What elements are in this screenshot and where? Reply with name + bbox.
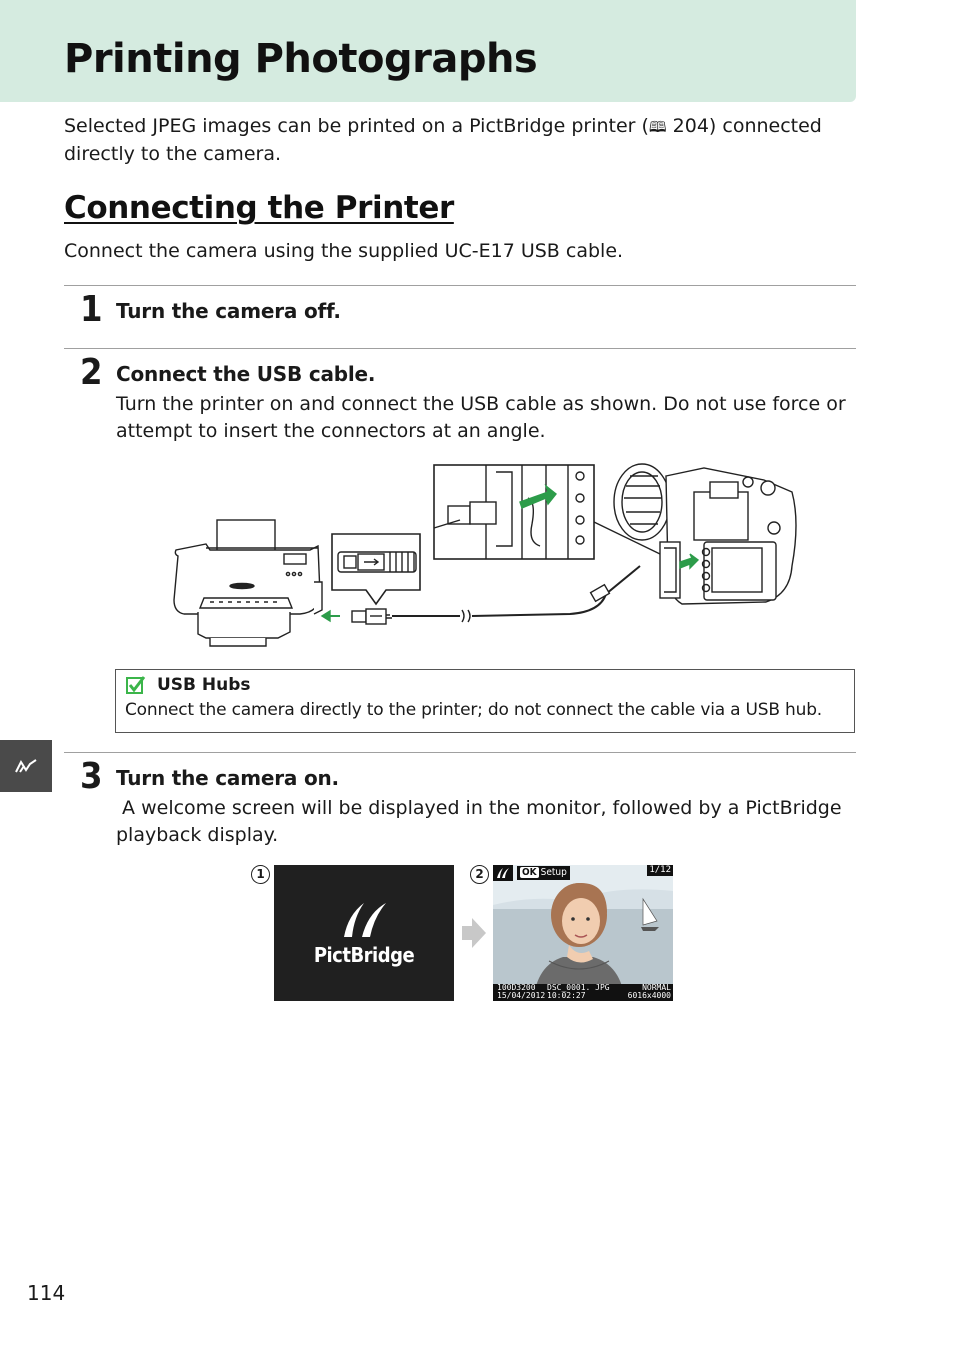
welcome-screen: PictBridge — [274, 865, 454, 1001]
chapter-tab[interactable] — [0, 740, 52, 792]
ok-label: OK — [520, 867, 539, 878]
usb-hubs-note: USB Hubs Connect the camera directly to … — [115, 669, 855, 733]
page-reference-link[interactable]: 204 — [666, 115, 709, 137]
photo-thumbnail — [493, 865, 673, 1001]
step-title-2: Connect the USB cable. — [116, 362, 376, 386]
capture-date: 15/04/2012 — [497, 991, 546, 1000]
note-text: Connect the camera directly to the print… — [125, 700, 823, 720]
title-band — [0, 0, 856, 102]
step-divider — [64, 752, 856, 753]
pictbridge-logo-icon — [344, 903, 386, 937]
image-quality: NORMAL — [642, 983, 671, 992]
usb-connection-illustration — [173, 463, 797, 647]
book-icon: 🕮 — [648, 118, 667, 136]
intro-paragraph: Selected JPEG images can be printed on a… — [64, 113, 854, 168]
arrow-right-icon — [462, 918, 486, 948]
pictbridge-logo-text: PictBridge — [313, 943, 415, 967]
step-title-3: Turn the camera on. — [116, 766, 339, 790]
page-number: 114 — [27, 1281, 66, 1305]
note-title: USB Hubs — [157, 675, 251, 695]
step-body-2: Turn the printer on and connect the USB … — [116, 393, 846, 442]
screen-marker-2: 2 — [470, 865, 489, 884]
section-subtitle: Connect the camera using the supplied UC… — [64, 240, 624, 262]
usb-port-inset — [331, 533, 421, 606]
printer-icon — [173, 519, 323, 647]
step-number-2: 2 — [80, 352, 103, 393]
step-title-1: Turn the camera off. — [116, 299, 341, 323]
pictbridge-icon — [15, 759, 37, 773]
file-name: DSC_0001. JPG — [547, 983, 610, 992]
intro-text: Selected JPEG images can be printed on a… — [64, 115, 649, 137]
pictbridge-icon — [493, 865, 513, 881]
screen-marker-1: 1 — [251, 865, 270, 884]
image-counter: 1/12 — [647, 865, 673, 876]
step-number-3: 3 — [80, 756, 103, 797]
intro-text-end: ) connected directly to the camera. — [64, 115, 822, 165]
folder-name: 100D3200 — [497, 983, 536, 992]
page-title: Printing Photographs — [64, 36, 538, 82]
capture-time: 10:02:27 — [547, 991, 586, 1000]
camera-icon — [613, 463, 797, 605]
image-size: 6016x4000 — [627, 991, 671, 1000]
section-heading: Connecting the Printer — [64, 190, 454, 226]
step-body-3: A welcome screen will be displayed in th… — [116, 797, 848, 846]
photo-info-bar: 100D3200 DSC_0001. JPG NORMAL 15/04/2012… — [493, 983, 673, 1001]
step-number-1: 1 — [80, 289, 103, 330]
camera-port-inset — [433, 464, 661, 560]
step-divider — [64, 285, 856, 286]
setup-label: Setup — [540, 867, 567, 878]
step-divider — [64, 348, 856, 349]
check-icon — [126, 676, 146, 694]
